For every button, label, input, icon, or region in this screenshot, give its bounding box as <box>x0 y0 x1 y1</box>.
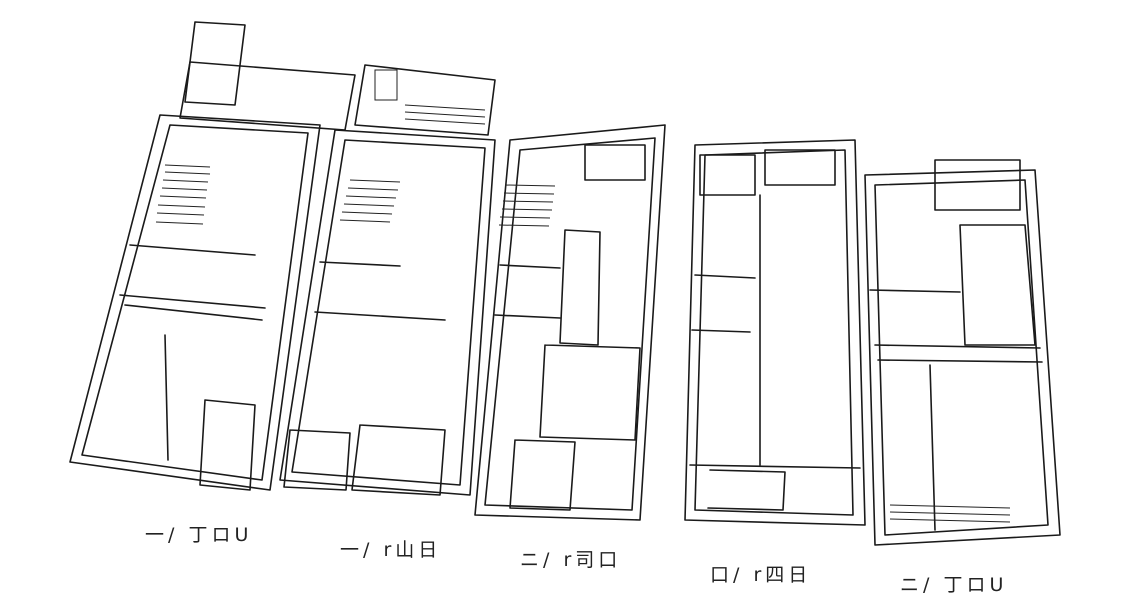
plan-label-1: 一/ 丁ロU <box>145 524 253 546</box>
floor-plan-1 <box>69 21 356 491</box>
floor-plan-3 <box>474 124 666 521</box>
plan-label-5: ニ/ 丁ロU <box>900 574 1008 596</box>
floor-plan-2 <box>279 64 496 496</box>
plan-label-4: 口/ r四日 <box>710 564 812 586</box>
plan-label-3: ニ/ r司口 <box>520 549 622 571</box>
floor-plan-4 <box>684 139 866 526</box>
floor-plan-5 <box>864 159 1061 546</box>
plan-label-2: 一/ r山日 <box>340 539 442 561</box>
